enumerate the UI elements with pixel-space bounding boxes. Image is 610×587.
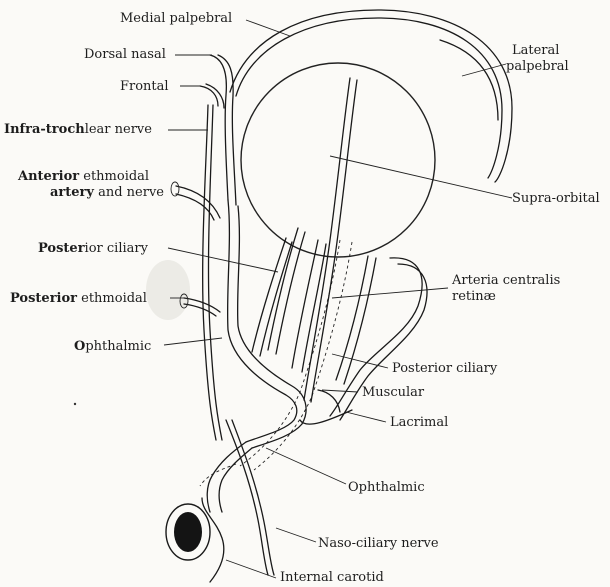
muscular-branch — [318, 390, 340, 412]
optic-nerve-outline — [254, 242, 352, 470]
leader-ophthalmic-right — [266, 448, 346, 484]
label-ophthalmic-left: Ophthalmic — [74, 340, 151, 354]
label-naso-ciliary-nerve: Naso-ciliary nerve — [318, 537, 439, 551]
label-frontal: Frontal — [120, 80, 169, 94]
label-infra-trochlear-nerve: Infra-trochlear nerve — [4, 123, 152, 137]
label-medial-palpebral: Medial palpebral — [120, 12, 232, 26]
ophthalmic-trunk-lower — [207, 442, 246, 512]
posterior-ciliary-artery-3 — [252, 238, 286, 352]
label-lateral-palpebral-1: Lateral — [512, 44, 559, 58]
lateral-palpebral-artery — [440, 40, 498, 120]
leader-muscular — [322, 390, 358, 392]
naso-ciliary-nerve — [226, 420, 268, 575]
label-internal-carotid: Internal carotid — [280, 571, 384, 585]
eyeball — [241, 63, 435, 257]
posterior-ciliary-artery-5 — [292, 240, 318, 368]
leader-naso-ciliary — [276, 528, 316, 542]
posterior-ciliary-artery-6 — [302, 244, 326, 372]
leader-medial-palpebral — [246, 20, 290, 36]
muscular-artery-2 — [344, 258, 376, 384]
label-lacrimal: Lacrimal — [390, 416, 448, 430]
label-lateral-palpebral-2: palpebral — [506, 60, 569, 74]
anterior-ethmoidal-foramen — [171, 182, 179, 196]
label-supra-orbital: Supra-orbital — [512, 192, 600, 206]
label-posterior-ethmoidal: Posterior ethmoidal — [10, 292, 147, 306]
label-posterior-ciliary-left: Posterior ciliary — [38, 242, 148, 256]
leader-arteria-centralis — [332, 288, 448, 298]
label-arteria-centralis-2: retinæ — [452, 290, 496, 304]
infra-trochlear-nerve-2 — [208, 105, 222, 440]
internal-carotid-lumen — [174, 512, 202, 552]
label-posterior-ciliary-right: Posterior ciliary — [392, 362, 497, 376]
label-artery-and-nerve: artery and nerve — [50, 186, 164, 200]
label-anterior-ethmoidal: Anterior ethmoidal — [18, 170, 149, 184]
label-muscular: Muscular — [362, 386, 424, 400]
ophthalmic-trunk-lower-2 — [219, 448, 252, 512]
anterior-ethmoidal-artery-2 — [176, 194, 214, 220]
leader-lacrimal — [346, 412, 386, 422]
leader-ophthalmic-left — [164, 338, 222, 345]
smudge — [146, 260, 190, 320]
leader-internal-carotid — [226, 560, 276, 578]
label-arteria-centralis-1: Arteria centralis — [452, 274, 560, 288]
stray-dot — [74, 403, 76, 405]
label-ophthalmic-right: Ophthalmic — [348, 481, 425, 495]
leader-lateral-palpebral — [462, 64, 506, 76]
label-dorsal-nasal: Dorsal nasal — [84, 48, 166, 62]
leader-posterior-ciliary-left — [168, 248, 278, 272]
